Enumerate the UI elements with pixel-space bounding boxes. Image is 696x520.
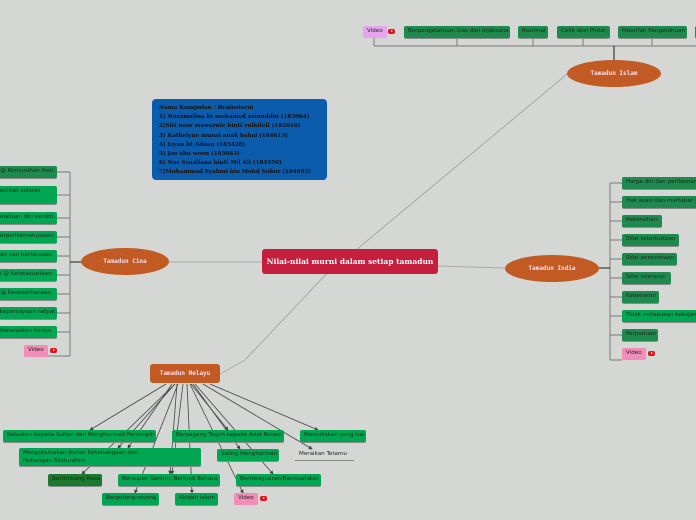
member: 5) Joo shu woon (183683)	[159, 151, 240, 158]
youtube-icon[interactable]	[648, 351, 655, 356]
cina-item[interactable]: i @ Ketatasusilaan.	[0, 269, 57, 281]
cina-item[interactable]: @ Kesederhanaan.	[0, 288, 57, 300]
youtube-icon[interactable]	[50, 348, 57, 353]
melayu-item[interactable]: Bertimbang Rasa	[48, 474, 102, 486]
melayu-item[interactable]: Meraikan Tetamu	[295, 449, 354, 461]
video-link[interactable]: Video	[234, 493, 258, 505]
youtube-icon[interactable]	[260, 496, 267, 501]
cina-item[interactable]: estilah selaras	[0, 186, 57, 204]
member: 3) Kathelyne munai anak babai (184613)	[159, 132, 288, 139]
melayu-item[interactable]: Bersopan Santun, Berbudi Bahasa	[118, 474, 220, 486]
video-link[interactable]: Video	[363, 26, 387, 38]
topic-tamadun-cina[interactable]: Tamadun Cina	[81, 248, 169, 275]
india-item[interactable]: Perpaduan	[622, 329, 658, 341]
islam-item[interactable]: Berpengetahuan luas dan bijaksana	[404, 26, 510, 38]
melayu-item[interactable]: Bermesyuarah/Bermuafakat	[236, 474, 321, 486]
cina-item[interactable]: elakuan diri sendiri.	[0, 212, 57, 224]
melayu-item[interactable]: Bergotong-royong	[102, 493, 159, 505]
group-name: Nama Kumpulan : Brainstorm	[159, 105, 254, 111]
india-item[interactable]: Kebenaran	[622, 291, 659, 303]
india-item[interactable]: Sifat keterbukaan	[622, 234, 679, 246]
india-item[interactable]: Sifat toleransi	[622, 272, 671, 284]
topic-tamadun-india[interactable]: Tamadun India	[505, 255, 599, 282]
member: 7)Muhammad Syahmi bin Mohd Sukor (184693…	[159, 169, 311, 176]
india-item[interactable]: Tidak melakukan kekejaman	[622, 310, 696, 322]
islam-item[interactable]: Rasional	[518, 26, 548, 38]
melayu-item[interactable]: Saling Menghormati	[217, 449, 279, 461]
melayu-item[interactable]: Mengutamakan Ikatan Kekeluargaan dan Hub…	[19, 448, 201, 466]
cina-item[interactable]: an dan berterusan.	[0, 250, 57, 262]
video-link[interactable]: Video	[622, 348, 646, 360]
melayu-item[interactable]: Akidah Islam	[175, 493, 218, 505]
member: 2)Siti noor mawarnie binti zulkifeli (18…	[159, 123, 301, 130]
cina-item[interactable]: berasaskan kanun.	[0, 326, 57, 338]
melayu-item[interactable]: Berpegang Teguh kepada Adat Resam	[172, 430, 284, 442]
melayu-item[interactable]: Ketaatan kepada Sultan dan Menghormati P…	[3, 430, 156, 442]
india-item[interactable]: Sifat penerimaan	[622, 253, 677, 265]
topic-tamadun-melayu[interactable]: Tamadun Melayu	[150, 364, 220, 383]
cina-item[interactable]: @ Kemurahan Hati	[0, 166, 57, 178]
youtube-icon[interactable]	[388, 29, 395, 34]
central-topic[interactable]: Nilai-nilai murni dalam setiap tamadun	[262, 249, 438, 274]
video-link[interactable]: Video	[24, 345, 48, 357]
member: 4) Izyan bt Adnan (183428)	[159, 141, 246, 148]
cina-item[interactable]: erperikemanusiaan.	[0, 231, 57, 243]
topic-tamadun-islam[interactable]: Tamadun Islam	[567, 60, 661, 87]
member: 1) Nuramalina bt mohamed zainuddin (1830…	[159, 114, 310, 121]
member: 6) Nur Syaaliana binti Md Ali (184550)	[159, 160, 282, 167]
islam-item[interactable]: Celik akal Pintar;	[557, 26, 610, 38]
cina-item[interactable]: kepercayaan rakyat.	[0, 307, 57, 319]
india-item[interactable]: Kebersihan.	[622, 215, 662, 227]
melayu-item[interactable]: Memuliakan yang tua	[300, 430, 366, 442]
group-members-box[interactable]: Nama Kumpulan : Brainstorm 1) Nuramalina…	[152, 99, 327, 180]
india-item[interactable]: Hak asasi dan martabat yang	[622, 196, 696, 208]
islam-item[interactable]: Maarifah Pengetahuan	[618, 26, 687, 38]
india-item[interactable]: Harga diri dan perikemanusiaan	[622, 177, 696, 189]
